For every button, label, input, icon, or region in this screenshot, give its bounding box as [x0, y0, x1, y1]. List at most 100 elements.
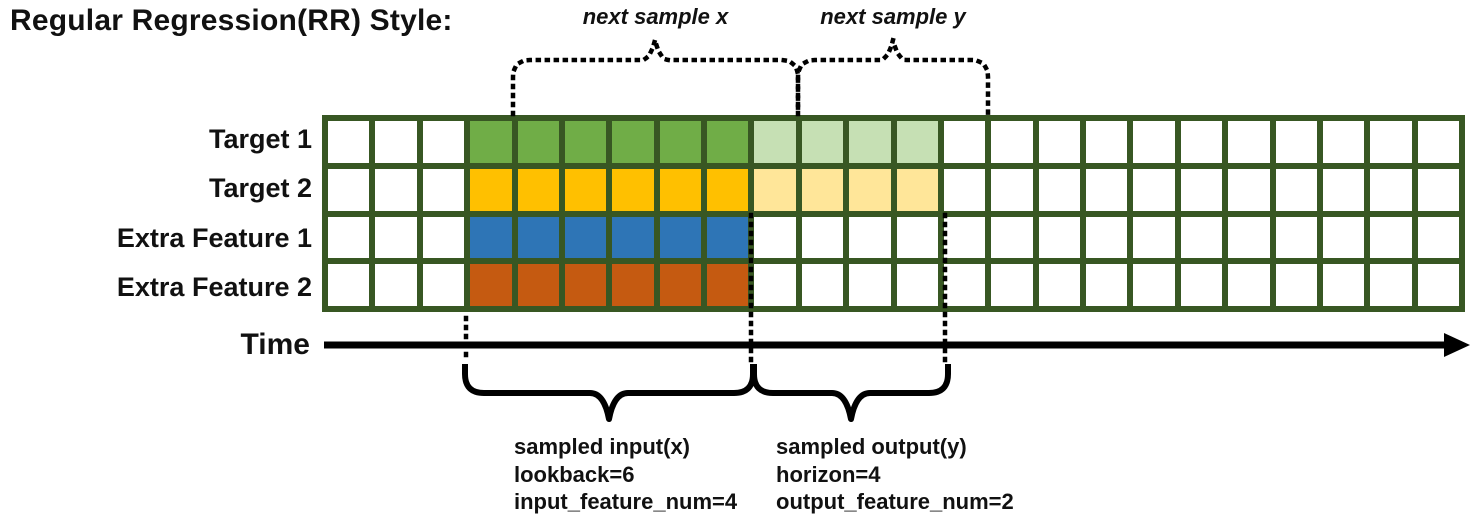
- grid-cell: [1038, 168, 1080, 211]
- output-feature-num-value: output_feature_num=2: [776, 489, 1014, 514]
- grid-cell: [1228, 121, 1270, 163]
- grid-cell: [1038, 264, 1080, 306]
- grid-cell: [1322, 168, 1365, 211]
- grid-cell: [1133, 264, 1175, 306]
- sampled-input-brace: [462, 364, 756, 422]
- grid-cell: [328, 216, 370, 259]
- grid-cell: [1086, 264, 1128, 306]
- grid-cell: [517, 216, 559, 259]
- sampled-output-note: sampled output(y) horizon=4 output_featu…: [776, 433, 1014, 516]
- grid-cell: [1370, 121, 1412, 163]
- grid-cell: [1322, 216, 1365, 259]
- grid-cell: [1180, 216, 1223, 259]
- grid-cell: [991, 168, 1033, 211]
- sampled-output-title: sampled output(y): [776, 434, 967, 459]
- next-sample-y-brace: [795, 39, 991, 117]
- grid-cell: [849, 168, 891, 211]
- grid-cell: [1180, 168, 1223, 211]
- row-label-target-2: Target 2: [208, 173, 312, 203]
- grid-cell: [1180, 121, 1223, 163]
- grid-cell: [375, 121, 417, 163]
- grid-cell: [659, 121, 701, 163]
- grid-cell: [328, 264, 370, 306]
- grid-cell: [896, 216, 938, 259]
- grid-cell: [470, 121, 512, 163]
- grid-cell: [517, 264, 559, 306]
- lookback-value: lookback=6: [514, 461, 635, 487]
- grid-cell: [849, 264, 891, 306]
- grid-cell: [896, 168, 938, 211]
- grid-cell: [328, 168, 370, 211]
- grid-cell: [943, 264, 986, 306]
- grid-cell: [564, 216, 607, 259]
- row-label-extra-feature-2: Extra Feature 2: [116, 272, 312, 302]
- grid-cell: [1133, 216, 1175, 259]
- grid-cell: [1133, 168, 1175, 211]
- grid-cell: [1275, 216, 1317, 259]
- grid-cell: [943, 121, 986, 163]
- grid-cell: [612, 121, 654, 163]
- grid-cell: [517, 121, 559, 163]
- grid-cell: [1086, 168, 1128, 211]
- grid-cell: [707, 121, 749, 163]
- grid-cell: [896, 264, 938, 306]
- grid-cell: [1370, 216, 1412, 259]
- sampled-output-brace: [751, 364, 951, 422]
- grid-cell: [470, 168, 512, 211]
- timeseries-grid: [322, 115, 1465, 312]
- grid-cell: [1370, 264, 1412, 306]
- grid-cell: [375, 168, 417, 211]
- grid-cell: [1038, 121, 1080, 163]
- grid-cell: [1417, 168, 1459, 211]
- grid-cell: [470, 264, 512, 306]
- grid-cell: [517, 168, 559, 211]
- grid-cell: [801, 216, 844, 259]
- grid-cell: [1275, 168, 1317, 211]
- grid-cell: [707, 168, 749, 211]
- grid-cell: [1417, 121, 1459, 163]
- grid-cell: [991, 264, 1033, 306]
- grid-cell: [564, 264, 607, 306]
- time-axis-label: Time: [240, 328, 310, 361]
- grid-cell: [422, 264, 465, 306]
- next-sample-x-label: next sample x: [582, 4, 729, 29]
- grid-cell: [1370, 168, 1412, 211]
- time-axis-arrowhead: [1444, 333, 1470, 357]
- grid-cell: [1228, 264, 1270, 306]
- grid-cell: [1417, 216, 1459, 259]
- grid-cell: [470, 216, 512, 259]
- grid-cell: [659, 216, 701, 259]
- grid-cell: [612, 216, 654, 259]
- grid-cell: [991, 121, 1033, 163]
- grid-cell: [991, 216, 1033, 259]
- sampled-input-title: sampled input(x): [514, 434, 691, 459]
- grid-cell: [1228, 168, 1270, 211]
- horizon-value: horizon=4: [776, 461, 881, 487]
- grid-cell: [707, 264, 749, 306]
- grid-cell: [1275, 121, 1317, 163]
- grid-cell: [564, 121, 607, 163]
- input-feature-num-value: input_feature_num=4: [514, 489, 738, 514]
- grid-cell: [1038, 216, 1080, 259]
- grid-cell: [422, 121, 465, 163]
- grid-cell: [564, 168, 607, 211]
- grid-cell: [1322, 121, 1365, 163]
- grid-cell: [659, 168, 701, 211]
- grid-cell: [801, 264, 844, 306]
- grid-cell: [422, 168, 465, 211]
- grid-cell: [754, 216, 796, 259]
- grid-cell: [754, 168, 796, 211]
- grid-cell: [375, 216, 417, 259]
- grid-cell: [1228, 216, 1270, 259]
- diagram-title: Regular Regression(RR) Style:: [10, 4, 453, 37]
- grid-cell: [1322, 264, 1365, 306]
- row-label-target-1: Target 1: [208, 124, 312, 154]
- next-sample-x-brace: [510, 39, 801, 117]
- grid-cell: [612, 264, 654, 306]
- grid-cell: [1180, 264, 1223, 306]
- grid-cell: [943, 168, 986, 211]
- grid-cell: [754, 121, 796, 163]
- grid-cell: [1086, 121, 1128, 163]
- next-sample-y-label: next sample y: [820, 4, 966, 29]
